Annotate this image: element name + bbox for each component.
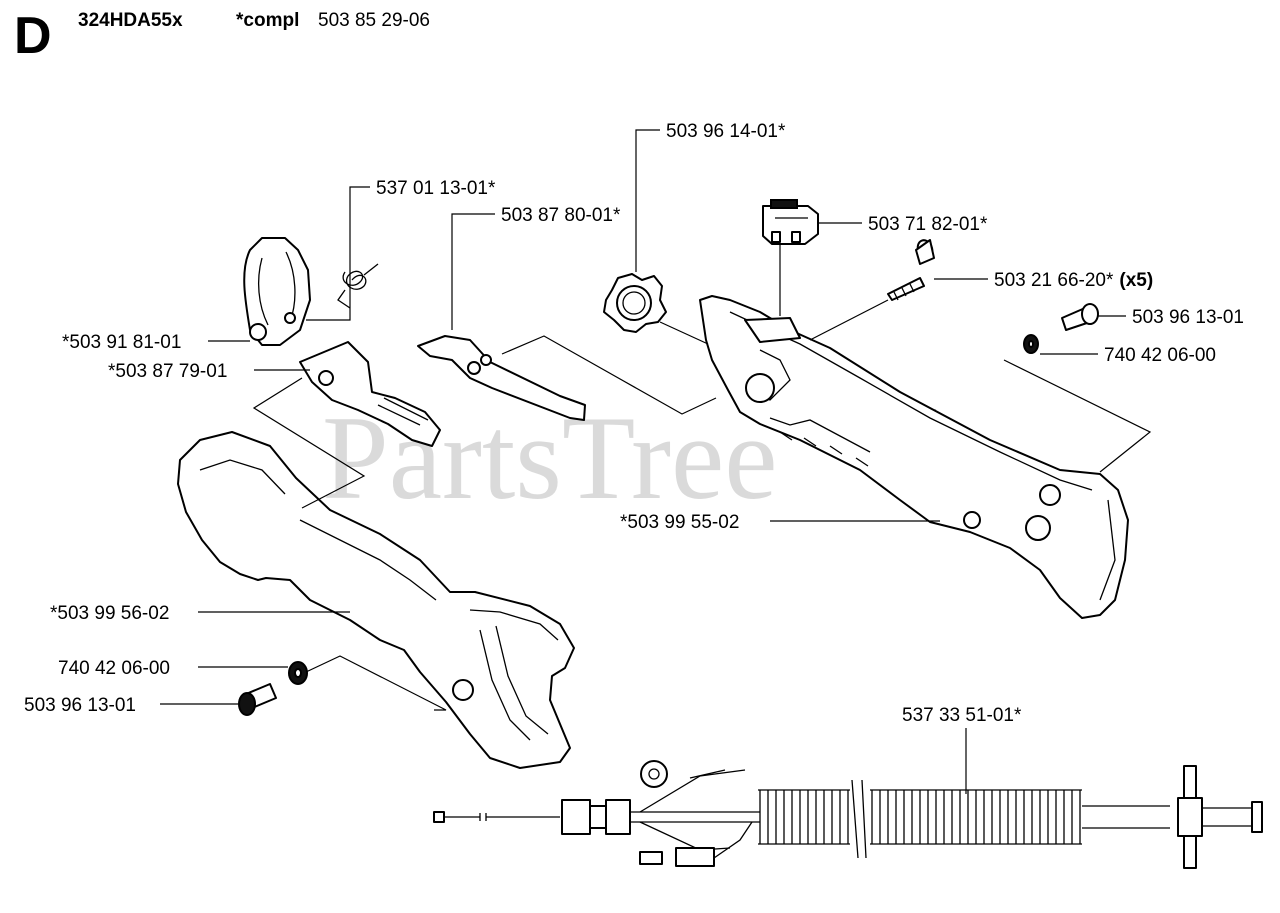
part-screw-x5[interactable]: [887, 238, 935, 301]
model-code: 324HDA55x: [78, 10, 183, 31]
callout-740-42-06-00-left[interactable]: 740 42 06-00: [58, 658, 170, 679]
part-cable-assembly[interactable]: [433, 760, 1263, 869]
part-throttle-trigger[interactable]: [299, 341, 441, 447]
part-throttle-rod[interactable]: [417, 335, 586, 421]
compl-label: *compl: [236, 10, 300, 31]
callout-503-21-66-20-qty: (x5): [1119, 270, 1153, 291]
callout-503-21-66-20-number: 503 21 66-20*: [994, 270, 1114, 291]
cable-coil: [758, 779, 1082, 859]
callout-503-21-66-20[interactable]: 503 21 66-20*(x5): [994, 270, 1153, 291]
part-right-handle-half[interactable]: [699, 295, 1129, 619]
part-lockout-lever[interactable]: [243, 237, 311, 346]
callout-740-42-06-00-right[interactable]: 740 42 06-00: [1104, 345, 1216, 366]
callout-503-87-79-01[interactable]: *503 87 79-01: [108, 361, 227, 382]
part-washer-right[interactable]: [1023, 334, 1039, 354]
part-washer-left[interactable]: [288, 661, 308, 685]
part-left-handle-half[interactable]: [177, 431, 575, 769]
callout-503-71-82-01[interactable]: 503 71 82-01*: [868, 214, 988, 235]
compl-number: 503 85 29-06: [318, 10, 430, 31]
part-screw-left[interactable]: [238, 683, 277, 716]
callout-503-99-56-02[interactable]: *503 99 56-02: [50, 603, 169, 624]
part-spring[interactable]: [337, 263, 379, 309]
callout-537-33-51-01[interactable]: 537 33 51-01*: [902, 705, 1022, 726]
callout-503-99-55-02[interactable]: *503 99 55-02: [620, 512, 739, 533]
part-screw-right[interactable]: [1061, 303, 1099, 331]
section-letter: D: [14, 7, 52, 65]
part-damper-ring[interactable]: [603, 273, 667, 333]
callout-537-01-13-01[interactable]: 537 01 13-01*: [376, 178, 496, 199]
leader-lines: [160, 129, 1152, 794]
callout-503-96-13-01-left[interactable]: 503 96 13-01: [24, 695, 136, 716]
callout-503-96-14-01[interactable]: 503 96 14-01*: [666, 121, 786, 142]
callout-503-96-13-01-right[interactable]: 503 96 13-01: [1132, 307, 1244, 328]
callout-503-91-81-01[interactable]: *503 91 81-01: [62, 332, 181, 353]
part-stop-switch[interactable]: [762, 199, 819, 245]
callout-503-87-80-01[interactable]: 503 87 80-01*: [501, 205, 621, 226]
